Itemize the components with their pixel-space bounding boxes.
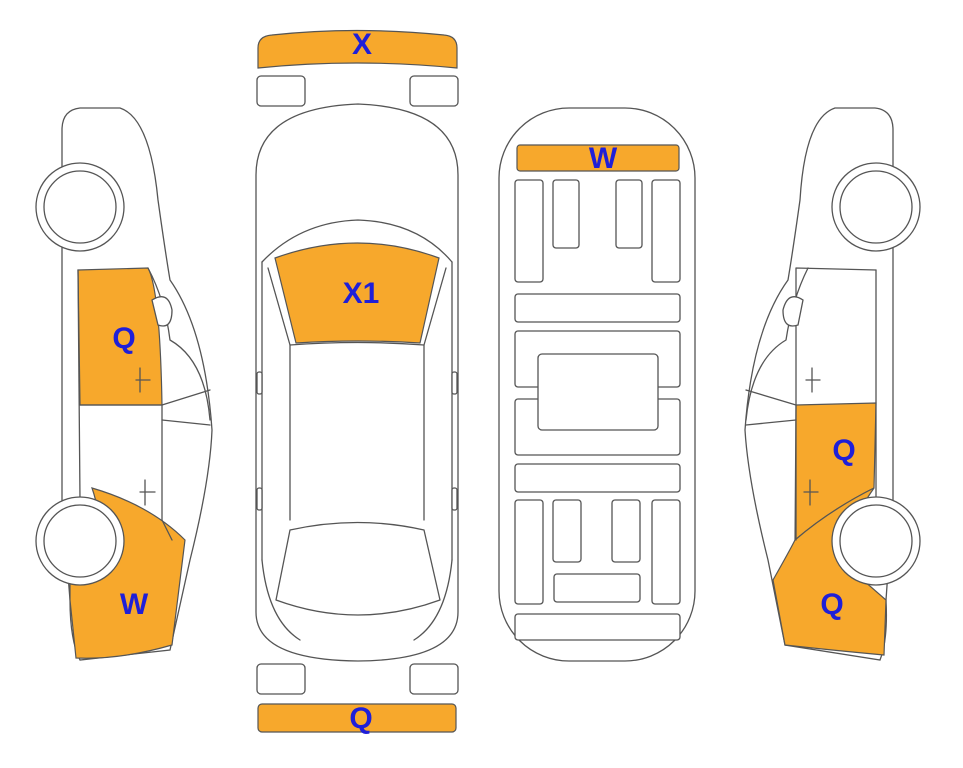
front-bumper-panel[interactable] [257,29,458,69]
rear-left-light [256,663,306,695]
rear-bumper-panel[interactable] [257,703,457,733]
label-rear-bumper: Q [349,702,372,735]
label-left-front-door: Q [112,322,135,355]
roof-front-panel[interactable] [516,144,680,172]
top-view-car [255,29,459,733]
front-right-light [409,75,459,107]
front-left-light [256,75,306,107]
left-side-car [35,107,213,661]
floor-view [498,107,696,662]
label-roof-front: W [589,142,618,175]
windshield-panel[interactable] [274,242,440,344]
label-right-front-fender: Q [820,588,843,621]
damage-labels: X X1 W Q Q W Q Q [112,28,855,735]
label-windshield: X1 [343,277,380,310]
label-left-front-fender: W [120,588,149,621]
label-right-front-door: Q [832,434,855,467]
right-side-car [744,107,921,661]
top-body-outline [255,103,459,662]
rear-right-light [409,663,459,695]
label-front-bumper: X [352,28,372,61]
